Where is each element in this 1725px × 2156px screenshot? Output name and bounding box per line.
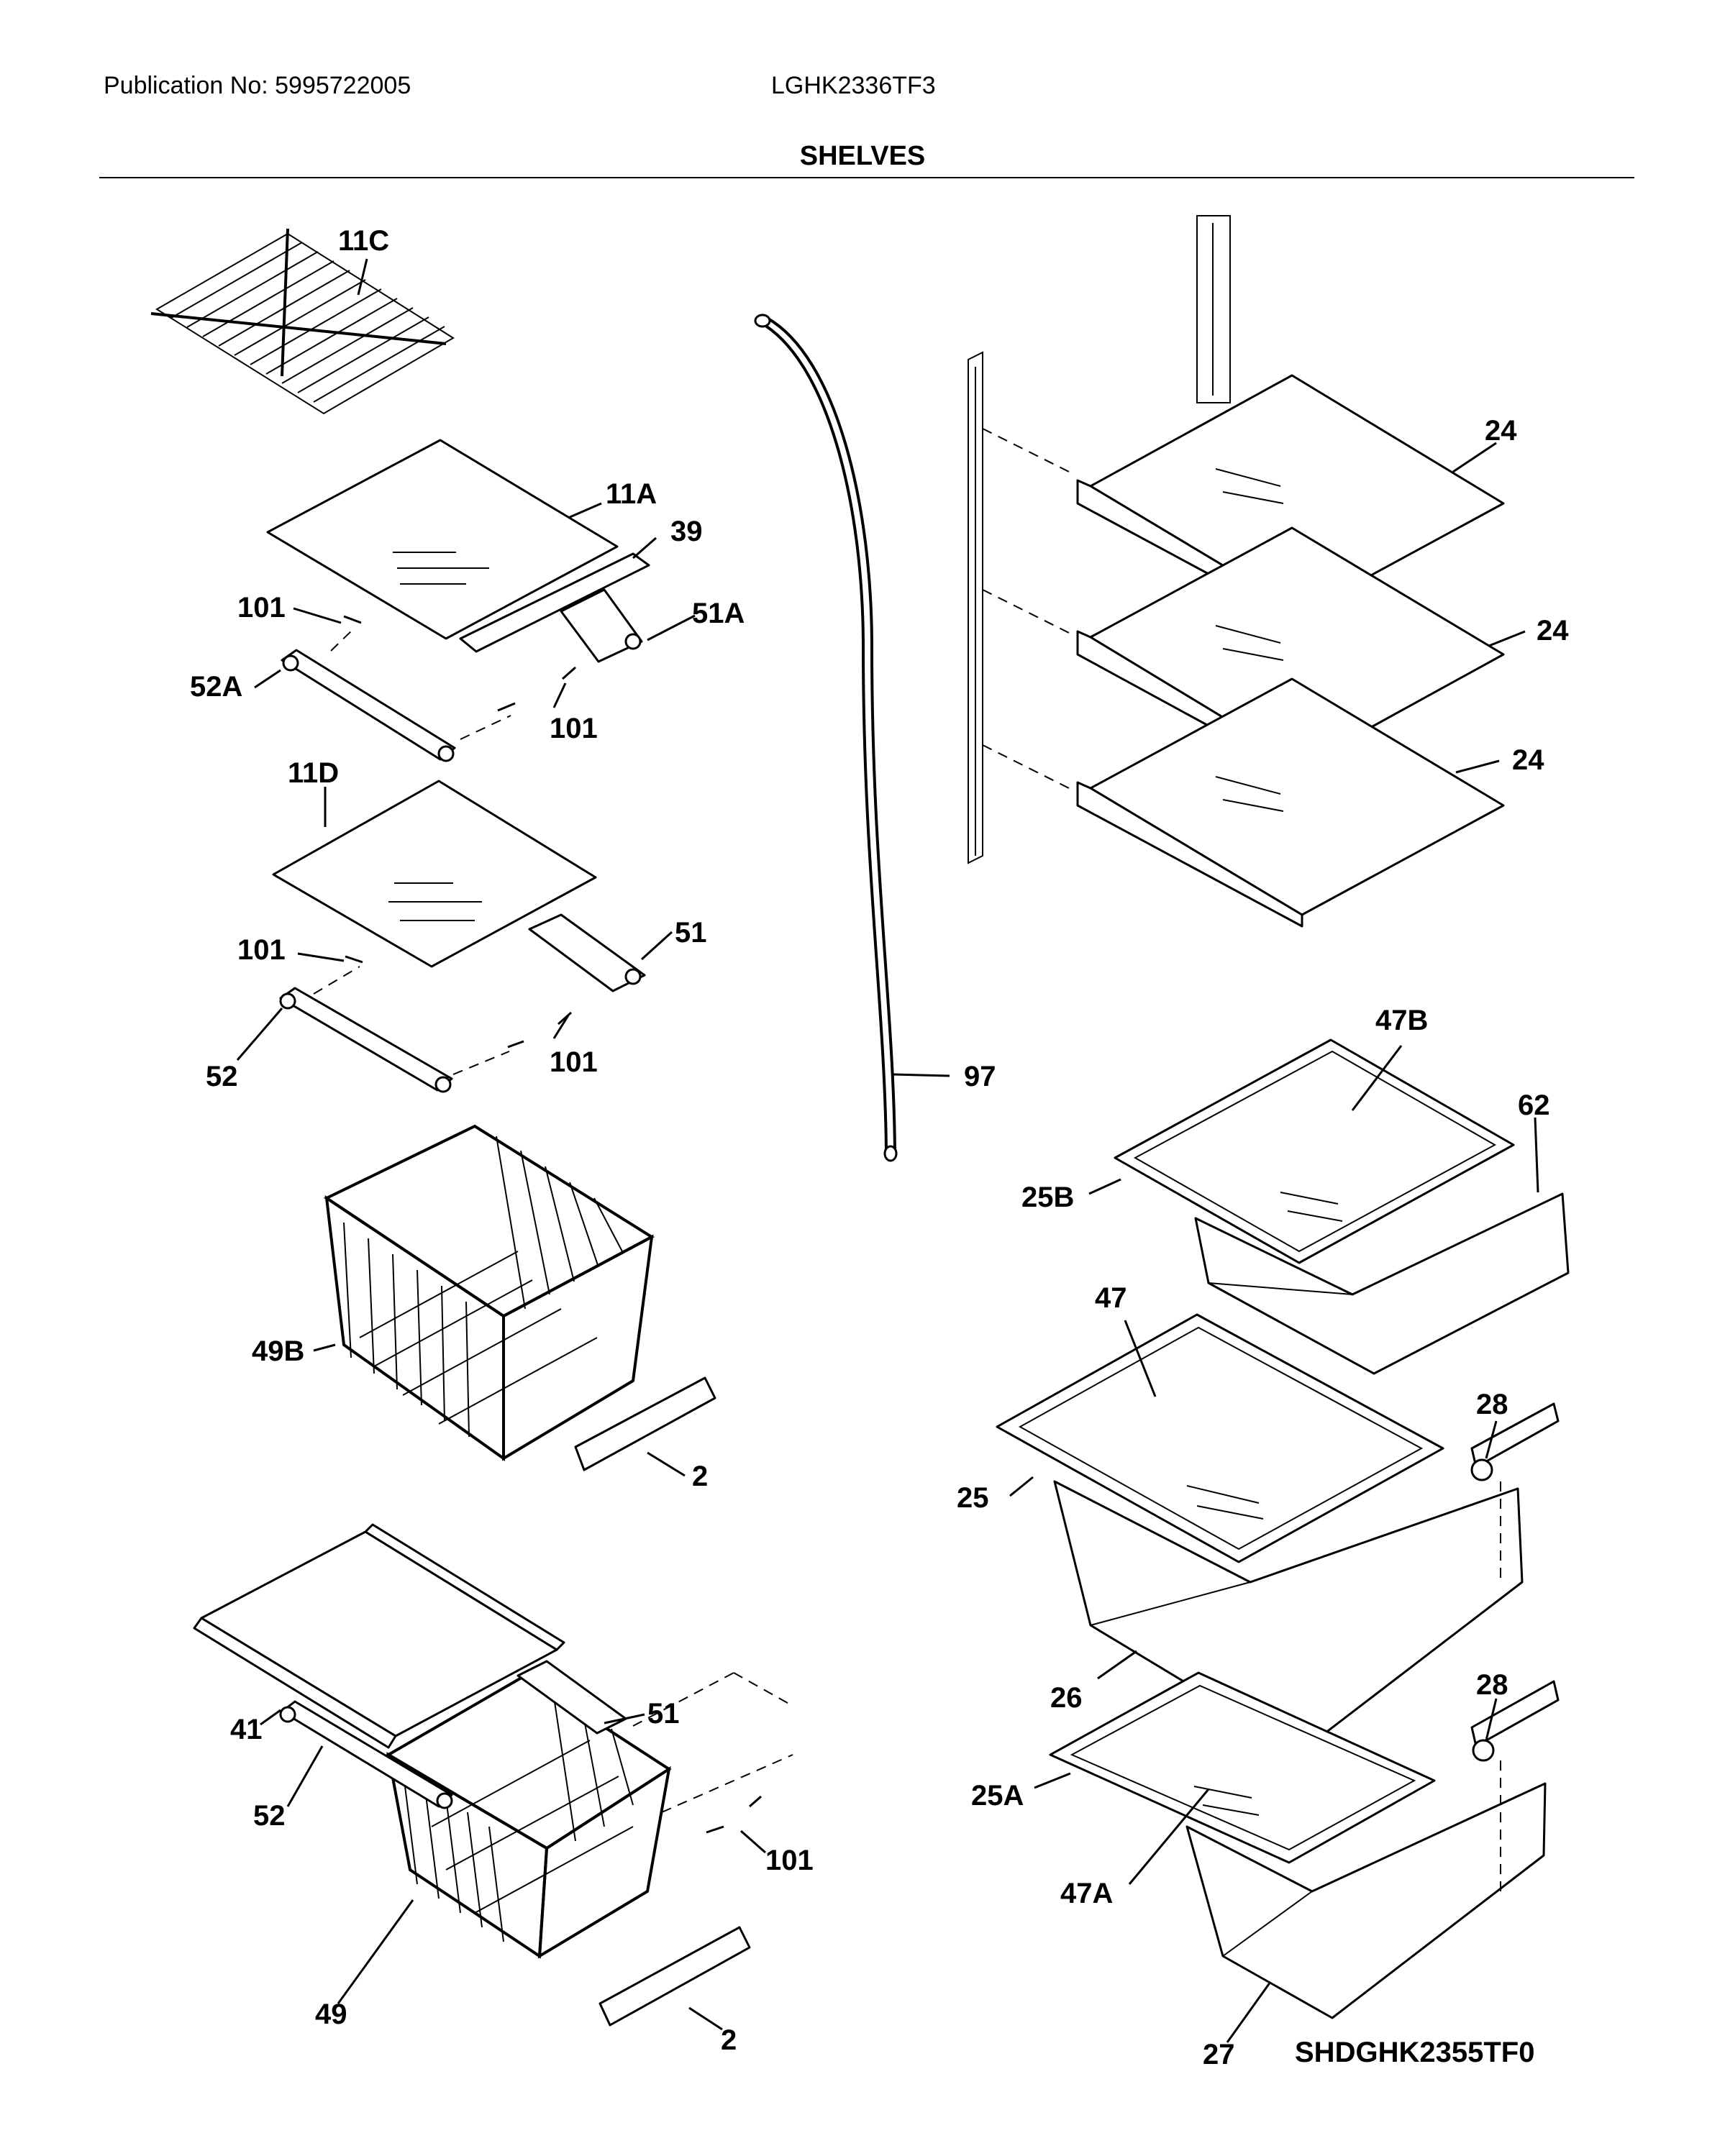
crisper-drawer-27 [1185,1782,1547,2019]
callout-28: 28 [1476,1389,1508,1420]
publication-number: Publication No: 5995722005 [104,72,411,99]
wire-rack-11c [150,228,455,415]
crisper-cover-47 [996,1313,1444,1563]
callout-51: 51 [647,1698,680,1730]
callout-49: 49 [315,1999,347,2030]
slide-rail-52 [279,987,453,1093]
wire-basket-49b [323,1124,655,1461]
leader-lines [236,258,1539,2043]
callout-25A: 25A [971,1780,1024,1812]
slide-rail-52-lower [279,1700,453,1809]
crisper-cover-47b [1114,1038,1515,1264]
callout-51A: 51A [692,598,745,629]
callout-11A: 11A [606,478,657,510]
callout-28: 28 [1476,1669,1508,1701]
callout-47A: 47A [1060,1878,1113,1909]
callout-24: 24 [1485,415,1517,447]
shelf-ladder-right [1196,215,1231,403]
callout-51: 51 [675,917,707,949]
callout-101: 101 [237,934,286,966]
callout-24: 24 [1537,615,1569,647]
callout-101: 101 [237,592,286,623]
callout-26: 26 [1050,1682,1083,1714]
callout-101: 101 [765,1845,814,1876]
tube-97 [754,314,898,1162]
model-number: LGHK2336TF3 [771,72,936,99]
crisper-drawer-26 [1053,1480,1524,1753]
callout-25B: 25B [1021,1182,1074,1213]
title-rule [99,177,1634,178]
crisper-cover-47a [1049,1671,1436,1864]
callout-101: 101 [550,1046,598,1078]
callout-labels: 11C 11A 39 101 51A 52A 101 11D 101 51 52… [190,225,1569,2070]
callout-41: 41 [230,1714,263,1745]
drawer-support-28-upper [1470,1402,1560,1481]
callout-47B: 47B [1375,1005,1428,1036]
shelf-ladder-left [968,351,983,864]
slide-rail-51 [528,913,646,992]
callout-27: 27 [1203,2039,1235,2070]
callout-52: 52 [253,1800,286,1832]
trim-2-upper [574,1376,716,1471]
trim-2-lower [598,1926,751,2027]
callout-52: 52 [206,1061,238,1092]
glass-shelf-11d [272,780,597,968]
callout-39: 39 [670,516,703,547]
callout-2: 2 [692,1461,708,1492]
callout-25: 25 [957,1482,989,1514]
callout-101: 101 [550,713,598,744]
slide-rail-51a [560,588,643,663]
slide-rail-52a [281,649,456,762]
slide-cover-41 [193,1523,565,1749]
callout-62: 62 [1518,1090,1550,1121]
callout-52A: 52A [190,671,242,703]
glass-shelf-24-bottom [1076,677,1505,928]
shelf-trim-39 [459,552,650,653]
callout-11D: 11D [288,757,339,789]
glass-shelf-11a [266,439,619,640]
callout-97: 97 [964,1061,996,1092]
callout-49B: 49B [252,1335,304,1367]
callout-11C: 11C [338,225,389,257]
crisper-drawer-62 [1194,1192,1570,1375]
drawer-support-28-lower [1470,1680,1560,1762]
callout-2: 2 [721,2024,737,2056]
wire-basket-49 [386,1673,672,1959]
callout-47: 47 [1095,1282,1127,1314]
page-title: SHELVES [799,141,926,171]
callout-24: 24 [1512,744,1544,776]
diagram-code: SHDGHK2355TF0 [1295,2037,1535,2068]
